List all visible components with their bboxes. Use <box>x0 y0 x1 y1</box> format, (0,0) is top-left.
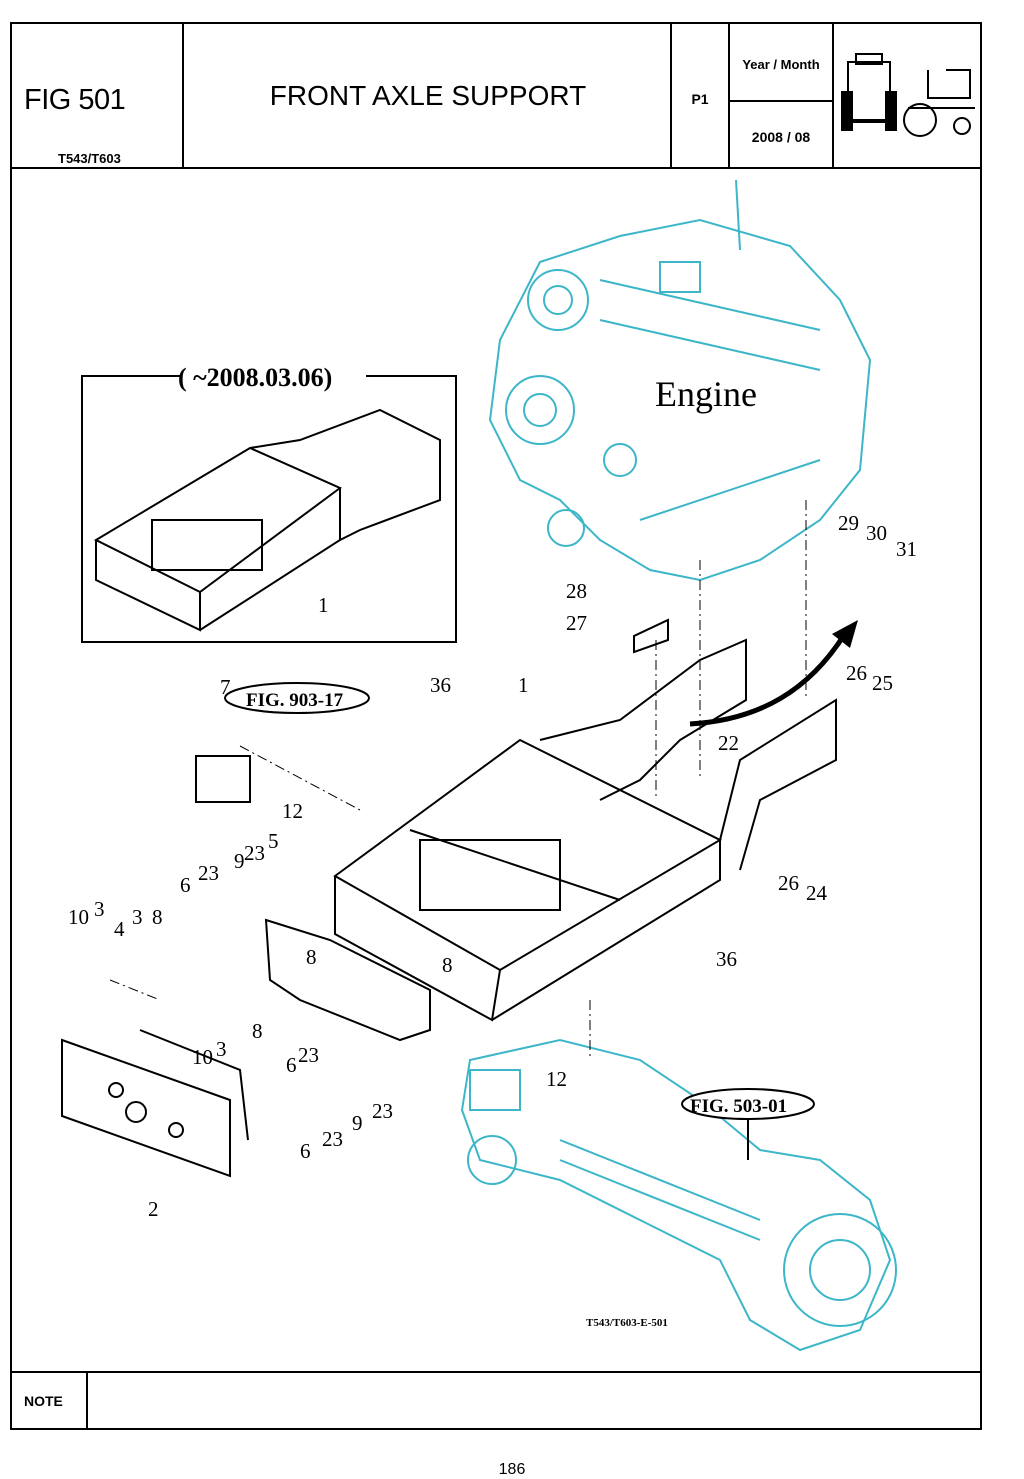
callout-6: 6 <box>180 873 191 897</box>
drawing-code: T543/T603-E-501 <box>586 1317 668 1329</box>
callout-2: 2 <box>148 1197 159 1221</box>
callout-3: 3 <box>132 905 143 929</box>
callout-26: 26 <box>846 661 867 685</box>
callout-10: 10 <box>68 905 89 929</box>
header-divider-2 <box>670 22 672 168</box>
callout-8: 8 <box>306 945 317 969</box>
callout-30: 30 <box>866 521 887 545</box>
page-number: 186 <box>498 1461 526 1478</box>
model-code: T543/T603 <box>58 151 121 166</box>
drawing-sheet <box>10 22 982 1430</box>
callout-25: 25 <box>872 671 893 695</box>
assembly-leader-lines <box>109 500 807 1060</box>
callout-labels: 1 1 2 3 3 3 4 5 6 6 6 7 8 8 8 8 9 9 10 1… <box>68 511 917 1221</box>
note-top-rule <box>10 1371 982 1373</box>
header-divider-3 <box>728 22 730 168</box>
callout-3: 3 <box>216 1037 227 1061</box>
year-month-rule <box>728 100 832 102</box>
arrow-head <box>832 620 858 648</box>
callout-4: 4 <box>114 917 125 941</box>
callout-24: 24 <box>806 881 828 905</box>
callout-12: 12 <box>546 1067 567 1091</box>
callout-27: 27 <box>566 611 587 635</box>
callout-31: 31 <box>896 537 917 561</box>
callout-9: 9 <box>352 1111 363 1135</box>
page-code: P1 <box>691 91 709 107</box>
fig-ref-503-01[interactable]: FIG. 503-01 <box>690 1096 787 1117</box>
engine-label: Engine <box>655 374 757 414</box>
callout-23: 23 <box>322 1127 343 1151</box>
callout-12: 12 <box>282 799 303 823</box>
callout-8: 8 <box>442 953 453 977</box>
callout-6: 6 <box>286 1053 297 1077</box>
callout-6: 6 <box>300 1139 311 1163</box>
direction-arrow <box>689 630 849 727</box>
note-label: NOTE <box>24 1393 63 1409</box>
fig-ref-oval-903-17 <box>224 682 370 714</box>
tractor-front-side-view-icon <box>841 53 975 137</box>
callout-1: 1 <box>318 593 329 617</box>
year-month-value: 2008 / 08 <box>751 129 811 145</box>
callout-5: 5 <box>268 829 279 853</box>
front-axle-illustration <box>460 1038 897 1352</box>
note-divider <box>86 1371 88 1430</box>
fig-ref-903-17[interactable]: FIG. 903-17 <box>246 690 344 711</box>
axle-support-frame <box>61 618 837 1178</box>
header-bottom-rule <box>10 167 982 169</box>
callout-8: 8 <box>152 905 163 929</box>
callout-8: 8 <box>252 1019 263 1043</box>
callout-23: 23 <box>244 841 265 865</box>
callout-22: 22 <box>718 731 739 755</box>
callout-7: 7 <box>220 675 231 699</box>
callout-23: 23 <box>298 1043 319 1067</box>
callout-10: 10 <box>192 1045 213 1069</box>
callout-36: 36 <box>430 673 451 697</box>
inset-earlier-frame <box>81 364 457 643</box>
year-month-label: Year / Month <box>742 57 820 72</box>
callout-29: 29 <box>838 511 859 535</box>
callout-36: 36 <box>716 947 737 971</box>
header-divider-4 <box>832 22 834 168</box>
callout-23: 23 <box>372 1099 393 1123</box>
callout-3: 3 <box>94 897 105 921</box>
callout-26: 26 <box>778 871 799 895</box>
callout-28: 28 <box>566 579 587 603</box>
page-title: FRONT AXLE SUPPORT <box>269 80 587 111</box>
engine-illustration <box>488 179 872 582</box>
inset-caption: ( ~2008.03.06) <box>178 363 332 392</box>
header-divider-1 <box>182 22 184 168</box>
fig-number: FIG 501 <box>24 84 126 116</box>
callout-1: 1 <box>518 673 529 697</box>
callout-23: 23 <box>198 861 219 885</box>
callout-9: 9 <box>234 849 245 873</box>
